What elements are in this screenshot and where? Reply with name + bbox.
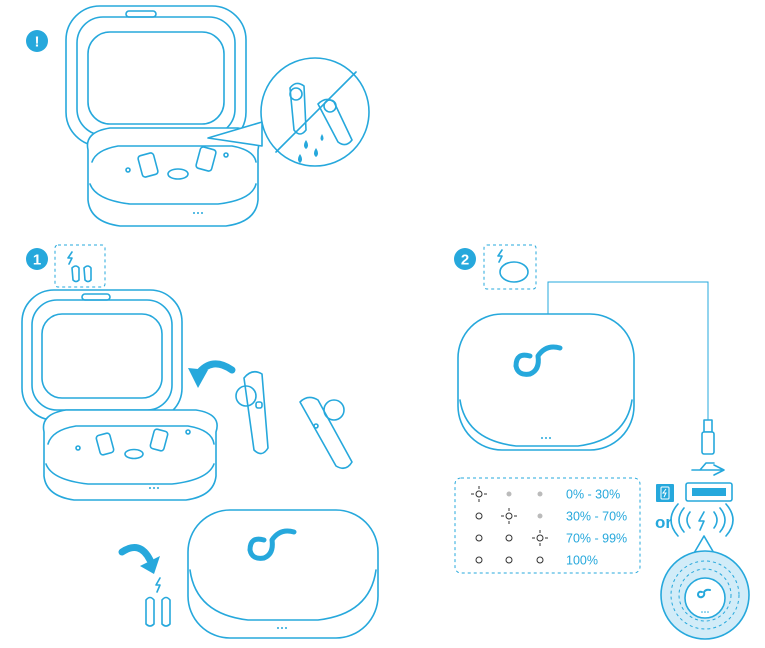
step2-badge-label: 2	[461, 252, 469, 269]
wireless-pad	[660, 535, 750, 640]
led-range-label: 70% - 99%	[566, 532, 627, 546]
led-on	[475, 556, 483, 564]
led-range-label: 100%	[566, 554, 598, 568]
led-rows: 0% - 30% 30% - 70% 70% - 99% 100%	[471, 486, 627, 568]
led-on	[505, 556, 513, 564]
usb-icon	[685, 462, 733, 502]
led-blink	[471, 486, 487, 502]
insert-arrow	[188, 360, 236, 388]
led-on	[475, 512, 483, 520]
warning-badge: !	[26, 30, 48, 52]
wireless-charging-icon	[670, 503, 734, 537]
charge-arrow	[118, 544, 160, 574]
closed-case-step1	[187, 509, 379, 639]
case-charge-icon	[483, 244, 537, 290]
earbuds-pair	[235, 370, 353, 470]
led-range-label: 30% - 70%	[566, 510, 627, 524]
or-label: or	[655, 513, 672, 532]
phone-battery-icon	[656, 484, 674, 502]
led-dim	[537, 513, 543, 519]
cable	[547, 281, 715, 455]
led-status-table	[454, 477, 641, 574]
step1-badge: 1	[26, 248, 48, 270]
led-dim	[537, 491, 543, 497]
open-case-top	[65, 5, 260, 227]
led-blink	[501, 508, 517, 524]
closed-case-step2	[457, 313, 635, 451]
led-on	[505, 534, 513, 542]
led-blink	[532, 530, 548, 546]
open-case-step1	[21, 289, 218, 501]
earbuds-charge-icon	[54, 244, 106, 288]
led-range-label: 0% - 30%	[566, 488, 620, 502]
step2-badge: 2	[454, 248, 476, 270]
earbuds-charging-icon	[145, 577, 171, 627]
led-on	[536, 556, 544, 564]
warning-badge-label: !	[35, 34, 40, 51]
no-wet-earbuds-warning	[207, 57, 370, 167]
step1-badge-label: 1	[33, 252, 41, 269]
led-on	[475, 534, 483, 542]
led-dim	[506, 491, 512, 497]
